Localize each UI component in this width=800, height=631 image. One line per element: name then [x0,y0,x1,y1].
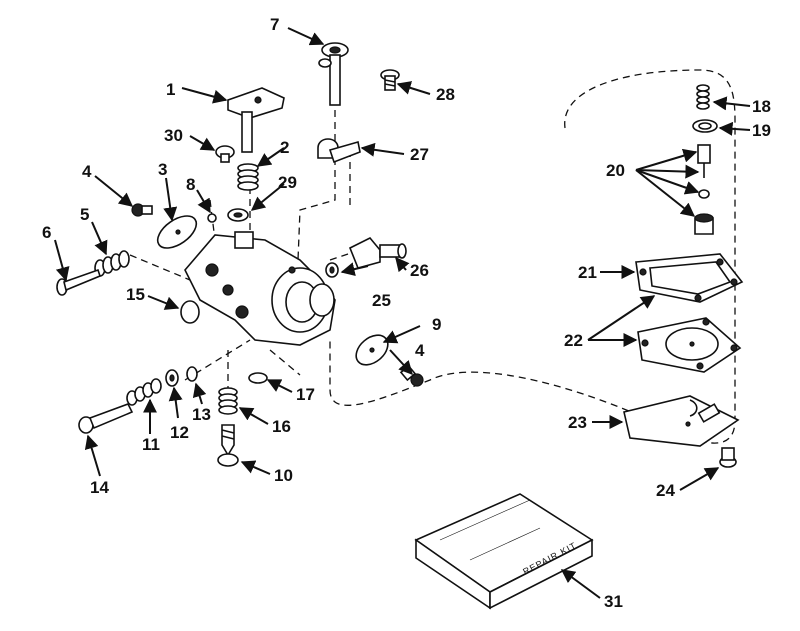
screw-4-lower-part [399,364,424,387]
part-label-21: 21 [578,263,597,282]
valve-20-parts [694,144,714,235]
spring-11-part [126,378,162,406]
screw-30-part [215,145,235,163]
gasket-21-part [635,253,744,303]
part-label-10: 10 [274,466,293,485]
part-label-6: 6 [42,223,51,242]
part-label-29: 29 [278,173,297,192]
screw-4-upper-part [131,203,153,217]
part-label-9: 9 [432,315,441,334]
screw-28-part [380,69,400,91]
ball-8-part [207,213,217,223]
washer-29-part [227,208,249,222]
part-label-4-lower: 4 [415,341,425,360]
plug-15-part [180,300,200,324]
part-label-22: 22 [564,331,583,350]
part-label-19: 19 [752,121,771,140]
leader-arrows [54,27,751,599]
part-label-3: 3 [158,160,167,179]
washer-12-part [165,369,179,387]
part-label-17: 17 [296,385,315,404]
diaphragm-22-part [637,317,742,373]
throttle-plate-part [156,215,198,249]
part-label-13: 13 [192,405,211,424]
part-label-18: 18 [752,97,771,116]
part-label-28: 28 [436,85,455,104]
part-label-8: 8 [186,175,195,194]
needle-10-part [217,424,239,467]
part-label-7: 7 [270,15,279,34]
spring-18-part [696,84,710,110]
part-label-16: 16 [272,417,291,436]
part-label-27: 27 [410,145,429,164]
part-label-31: 31 [604,592,623,611]
spring-2-part [237,163,259,191]
fitting-26-part [348,237,407,269]
part-label-25: 25 [372,291,391,310]
repair-kit-box: REPAIR KIT [414,493,594,610]
part-label-1: 1 [166,80,175,99]
part-label-2: 2 [280,138,289,157]
carburetor-body [184,231,336,346]
part-label-4-upper: 4 [82,162,92,181]
part-label-14: 14 [90,478,109,497]
part-label-30: 30 [164,126,183,145]
part-label-11: 11 [142,435,160,454]
part-label-12: 12 [170,423,189,442]
screw-6-part [56,268,101,296]
part-label-20: 20 [606,161,625,180]
part-label-15: 15 [126,285,145,304]
cover-23-part [623,395,740,447]
washer-13-part [186,366,198,382]
spring-5-part [94,250,130,277]
throttle-shaft-part [318,42,349,106]
part-label-23: 23 [568,413,587,432]
throttle-lever-part [227,87,285,153]
washer-25-part [325,262,339,278]
needle-screw-14-part [78,403,134,434]
spring-16-part [218,387,238,415]
part-label-5: 5 [80,205,89,224]
washer-17-part [248,372,268,384]
screw-24-part [719,447,737,468]
washer-19-part [692,119,718,133]
choke-plate-9-part [355,334,389,366]
part-label-26: 26 [410,261,429,280]
part-label-24: 24 [656,481,675,500]
bracket-27-part [317,138,361,164]
